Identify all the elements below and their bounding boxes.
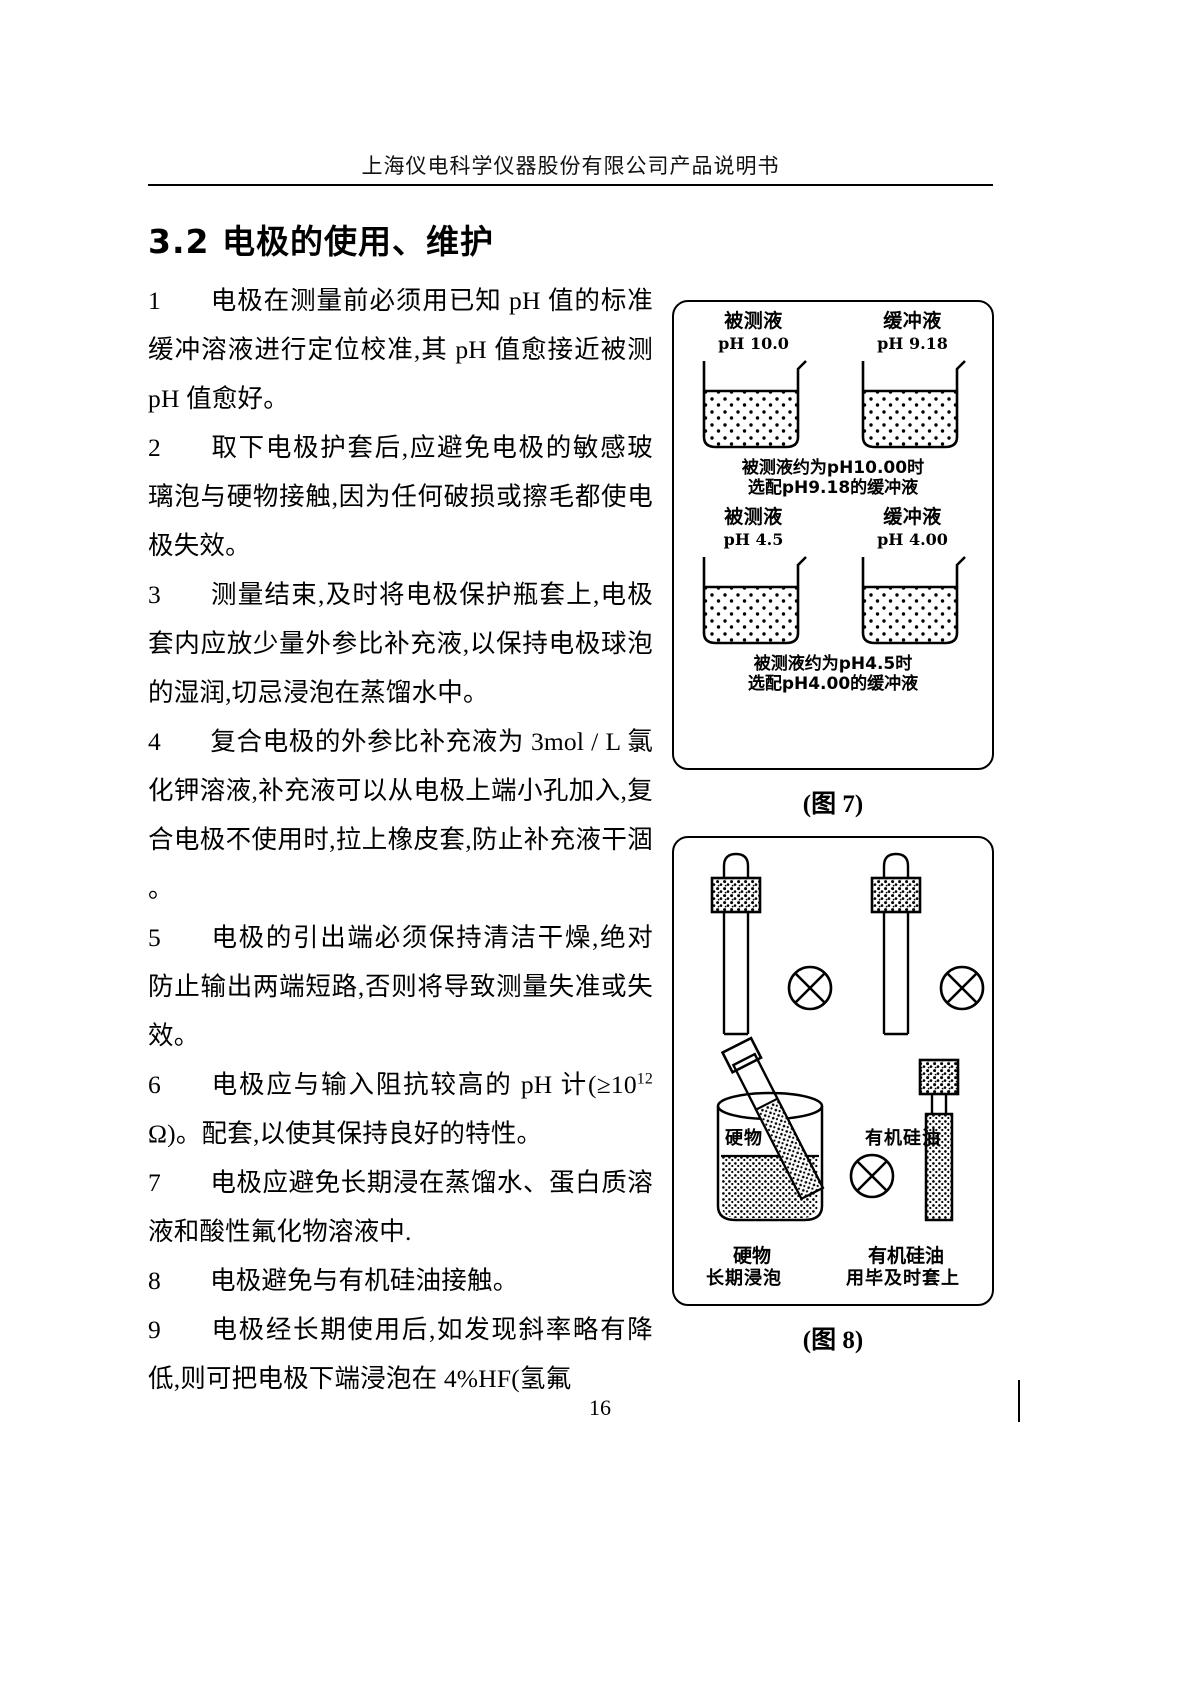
list-item-text-tail: Ω)。配套,以使其保持良好的特性。 (148, 1118, 543, 1148)
soaking-beaker-icon (716, 1036, 825, 1222)
beaker-note-line-1: 被测液约为pH4.5时 (753, 654, 913, 674)
beaker-label: 被测液 (724, 506, 783, 528)
beaker-note-line-2: 选配pH4.00的缓冲液 (747, 674, 919, 694)
list-item: 6 电极应与输入阻抗较高的 pH 计(≥1012 Ω)。配套,以使其保持良好的特性… (148, 1060, 653, 1158)
beaker-sample-2: 被测液 pH 4.5 (689, 506, 819, 649)
electrode-icon-capped (918, 1058, 960, 1222)
beaker-note: 被测液约为pH4.5时 选配pH4.00的缓冲液 (674, 654, 992, 694)
prohibition-icon-2 (939, 965, 985, 1011)
list-item-text: 电极经长期使用后,如发现斜率略有降低,则可把电极下端浸泡在 4%HF(氢氟 (148, 1314, 653, 1393)
list-item-number: 9 (148, 1314, 161, 1344)
list-item-text: 复合电极的外参比补充液为 3mol / L 氯化钾溶液,补充液可以从电极上端小孔… (148, 726, 653, 903)
exponent: 12 (636, 1070, 653, 1088)
beaker-ph-value: pH 4.00 (877, 530, 948, 549)
page-title: 3.2 电极的使用、维护 (148, 222, 494, 261)
beaker-icon (702, 360, 807, 449)
list-item-number: 3 (148, 579, 161, 609)
beaker-note: 被测液约为pH10.00时 选配pH9.18的缓冲液 (674, 458, 992, 498)
figure-8-caption: (图 8) (802, 1327, 864, 1354)
list-item-text: 电极避免与有机硅油接触。 (210, 1265, 519, 1295)
beaker-label: 缓冲液 (883, 506, 942, 528)
beaker-row: 被测液 pH 10.0 (674, 310, 992, 453)
beaker-label: 缓冲液 (883, 310, 942, 332)
figure-8-panel: 硬物 有机硅油 长期浸泡 用毕及时套上 硬物 有机硅油 (672, 836, 994, 1306)
list-item-number: 4 (148, 726, 161, 756)
beaker-note-line-2: 选配pH9.18的缓冲液 (747, 478, 919, 498)
beaker-ph-value: pH 10.0 (718, 334, 789, 353)
list-item-text: 测量结束,及时将电极保护瓶套上,电极套内应放少量外参比补充液,以保持电极球泡的湿… (148, 579, 653, 707)
list-item-text: 取下电极护套后,应避免电极的敏感玻璃泡与硬物接触,因为任何破损或擦毛都使电极失效… (148, 432, 653, 560)
list-item: 8 电极避免与有机硅油接触。 (148, 1256, 653, 1305)
figure-8-label-silicone-oil: 有机硅油 (865, 1128, 941, 1149)
list-item-number: 6 (148, 1069, 161, 1099)
figure-8-label-hard-object: 硬物 (725, 1128, 763, 1149)
list-item-number: 5 (148, 922, 161, 952)
figure-7-panel: 被测液 pH 10.0 (672, 300, 994, 770)
header-title: 上海仪电科学仪器股份有限公司产品说明书 (361, 154, 780, 178)
beaker-ph-value: pH 4.5 (723, 530, 784, 549)
beaker-icon (861, 360, 966, 449)
list-item-number: 8 (148, 1265, 161, 1295)
page-number: 16 (589, 1395, 611, 1420)
figure-8-label-soaking: 长期浸泡 (706, 1268, 782, 1289)
beaker-note-line-1: 被测液约为pH10.00时 (741, 458, 925, 478)
page-header: 上海仪电科学仪器股份有限公司产品说明书 (148, 150, 993, 180)
figure-8-bottom-labels: 长期浸泡 用毕及时套上 (674, 1264, 992, 1290)
electrode-icon-hard-object (710, 852, 762, 1036)
figure-8-label-1: 有机硅油 (868, 1244, 944, 1267)
figure-8-illustration: 硬物 有机硅油 (710, 852, 985, 1267)
beaker-row: 被测液 pH 4.5 缓冲液 pH 4.00 (674, 506, 992, 649)
prohibition-icon-3 (849, 1153, 895, 1199)
header-divider (148, 184, 993, 186)
figure-7-caption: (图 7) (802, 791, 864, 818)
list-item-number: 1 (148, 285, 161, 315)
list-item-text: 电极应与输入阻抗较高的 pH 计(≥10 (210, 1069, 637, 1099)
list-item-text: 电极应避免长期浸在蒸馏水、蛋白质溶液和酸性氟化物溶液中. (148, 1167, 653, 1246)
list-item-text: 电极的引出端必须保持清洁干燥,绝对防止输出两端短路,否则将导致测量失准或失效。 (148, 922, 653, 1050)
beaker-icon (702, 556, 807, 645)
list-item-text: 电极在测量前必须用已知 pH 值的标准缓冲溶液进行定位校准,其 pH 值愈接近被… (148, 285, 653, 413)
beaker-pair-group-2: 被测液 pH 4.5 缓冲液 pH 4.00 (674, 498, 992, 694)
beaker-pair-group-1: 被测液 pH 10.0 (674, 302, 992, 498)
figure-8-top-labels: 硬物 有机硅油 (674, 1124, 992, 1150)
beaker-sample-1: 被测液 pH 10.0 (689, 310, 819, 453)
beaker-icon (861, 556, 966, 645)
electrode-icon-silicone-oil (870, 852, 922, 1036)
beaker-ph-value: pH 9.18 (877, 334, 948, 353)
figure-column: 被测液 pH 10.0 (672, 300, 994, 1372)
figure-8-label-cover: 用毕及时套上 (846, 1268, 960, 1289)
list-item-number: 2 (148, 432, 161, 462)
figure-8-label-0: 硬物 (733, 1244, 771, 1267)
beaker-buffer-2: 缓冲液 pH 4.00 (848, 506, 978, 649)
edge-crop-mark (1018, 1380, 1020, 1422)
beaker-label: 被测液 (724, 310, 783, 332)
beaker-buffer-1: 缓冲液 pH 9.18 (848, 310, 978, 453)
list-item-number: 7 (148, 1167, 161, 1197)
prohibition-icon-1 (787, 965, 833, 1011)
